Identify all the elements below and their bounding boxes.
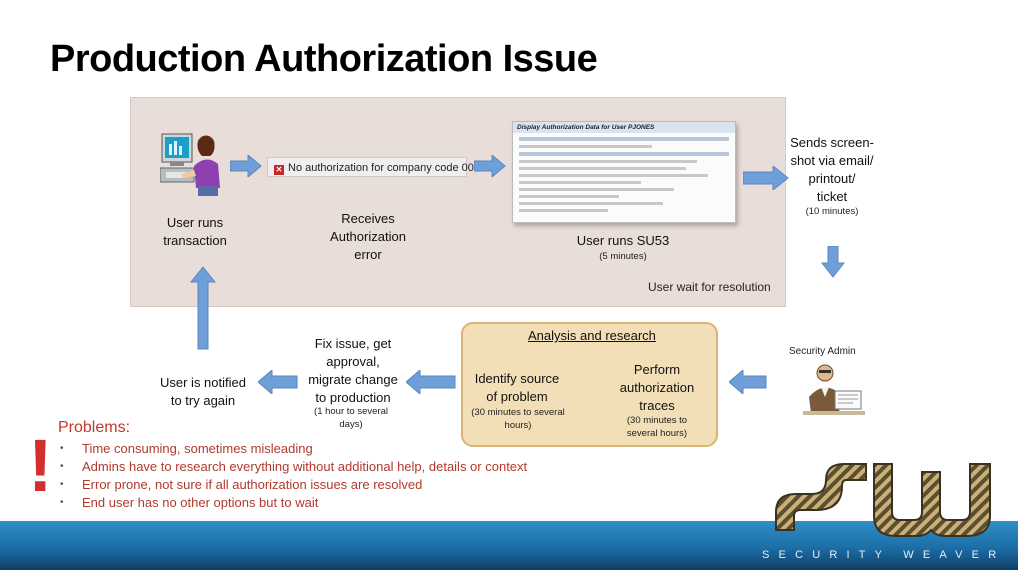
step-fix-issue: Fix issue, get approval, migrate change … <box>298 335 408 407</box>
user-wait-label: User wait for resolution <box>648 280 771 294</box>
fix-time: (1 hour to several days) <box>304 405 398 431</box>
step-sends-screenshot: Sends screen- shot via email/ printout/ … <box>780 134 884 206</box>
su53-line <box>519 188 674 191</box>
step-perform-traces: Perform authorization traces <box>610 361 704 415</box>
su53-line <box>519 181 641 184</box>
arrow-left <box>258 370 298 394</box>
error-message-text: No authorization for company code 0001 <box>288 162 486 174</box>
identify-time: (30 minutes to several hours) <box>465 406 571 432</box>
step-user-runs-transaction: User runs transaction <box>150 214 240 250</box>
problem-item: Admins have to research everything witho… <box>58 458 527 476</box>
user-at-computer-icon <box>160 130 226 198</box>
step-user-runs-su53: User runs SU53 <box>558 232 688 250</box>
problem-item: Error prone, not sure if all authorizati… <box>58 476 527 494</box>
sends-time: (10 minutes) <box>792 205 872 218</box>
arrow-up <box>190 266 216 350</box>
su53-line <box>519 195 619 198</box>
problems-title: Problems: <box>58 419 130 437</box>
warning-exclamation-icon: ! <box>28 426 53 506</box>
problems-list: Time consuming, sometimes misleading Adm… <box>58 440 527 512</box>
step-identify-source: Identify source of problem <box>467 370 567 406</box>
security-admin-icon <box>803 361 865 417</box>
problem-item: Time consuming, sometimes misleading <box>58 440 527 458</box>
su53-line <box>519 152 729 156</box>
step-user-notified: User is notified to try again <box>148 374 258 410</box>
arrow-left <box>729 370 767 394</box>
step-receives-error: Receives Authorization error <box>318 210 418 264</box>
arrow-right <box>230 155 262 177</box>
su53-line <box>519 209 608 212</box>
arrow-left <box>406 370 456 394</box>
page-title: Production Authorization Issue <box>50 38 597 81</box>
authorization-error-message: ✕No authorization for company code 0001 <box>267 157 467 177</box>
security-weaver-logo <box>766 458 1016 544</box>
problem-item: End user has no other options but to wai… <box>58 494 527 512</box>
su53-line <box>519 174 708 177</box>
error-icon: ✕ <box>274 165 284 175</box>
brand-name: SECURITY WEAVER <box>762 549 1005 561</box>
su53-screenshot: Display Authorization Data for User PJON… <box>512 121 736 223</box>
su53-line <box>519 167 686 170</box>
perform-time: (30 minutes to several hours) <box>612 414 702 440</box>
analysis-title: Analysis and research <box>528 328 656 343</box>
su53-time: (5 minutes) <box>573 250 673 263</box>
arrow-right <box>474 155 506 177</box>
su53-line <box>519 160 697 163</box>
su53-line <box>519 202 663 205</box>
su53-header: Display Authorization Data for User PJON… <box>513 122 735 133</box>
su53-line <box>519 145 652 148</box>
su53-line <box>519 137 729 141</box>
security-admin-label: Security Admin <box>789 346 856 357</box>
arrow-down <box>821 246 845 278</box>
